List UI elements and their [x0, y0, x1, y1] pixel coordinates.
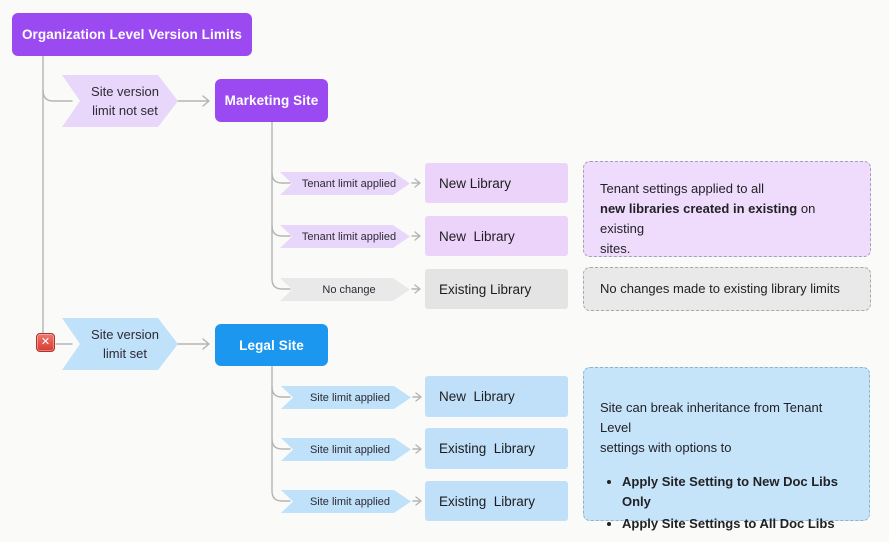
note-tenant-settings[interactable]: Tenant settings applied to all new libra… [583, 161, 871, 257]
marketing-site-label: Marketing Site [224, 93, 319, 108]
node-new-library-legal[interactable]: New Library [425, 376, 568, 417]
condition-site-limit-applied-2[interactable]: Site limit applied [281, 438, 411, 461]
condition-tenant-limit-applied-2[interactable]: Tenant limit applied [280, 225, 410, 248]
note-line: Site can break inheritance from Tenant L… [600, 400, 823, 435]
connector-arrow-m2 [411, 231, 421, 241]
connector-arrow-l3 [412, 496, 422, 506]
bullet-apply-new-doc-libs: Apply Site Setting to New Doc Libs Only [622, 472, 853, 512]
condition-no-change[interactable]: No change [280, 278, 410, 301]
condition-label: Tenant limit applied [301, 230, 397, 243]
library-label: New Library [439, 228, 515, 244]
connector-arrow-l1 [412, 392, 422, 402]
condition-site-version-limit-not-set[interactable]: Site version limit not set [62, 75, 178, 127]
condition-site-limit-applied-1[interactable]: Site limit applied [281, 386, 411, 409]
note-site-text: Site can break inheritance from Tenant L… [600, 398, 853, 534]
legal-site-label: Legal Site [239, 337, 304, 353]
node-marketing-site[interactable]: Marketing Site [215, 79, 328, 122]
condition-label: Site limit applied [309, 391, 391, 404]
note-line: settings with options to [600, 440, 732, 455]
node-new-library-2[interactable]: New Library [425, 216, 568, 256]
condition-label-line2: limit set [102, 346, 148, 361]
bullet-apply-all-doc-libs: Apply Site Settings to All Doc Libs [622, 514, 853, 534]
note-line: Tenant settings applied to all [600, 181, 765, 196]
root-node-org-version-limits[interactable]: Organization Level Version Limits [12, 13, 252, 56]
connector-arrow-l2 [412, 444, 422, 454]
connector-marketing-row2 [271, 225, 291, 237]
note-line: No changes made to existing library limi… [600, 281, 840, 296]
error-x-icon[interactable]: ✕ [36, 333, 55, 352]
condition-label: No change [322, 283, 376, 296]
node-existing-library-grey[interactable]: Existing Library [425, 269, 568, 309]
connector-arrow-marketing-site [177, 95, 210, 107]
condition-tenant-limit-applied-1[interactable]: Tenant limit applied [280, 172, 410, 195]
connector-legal-trunk [271, 365, 291, 502]
library-label: Existing Library [439, 441, 536, 456]
connector-arrow-m3 [411, 284, 421, 294]
error-x-glyph: ✕ [40, 336, 51, 348]
library-label: Existing Library [439, 281, 532, 297]
connector-marketing-row1 [271, 172, 291, 184]
node-existing-library-legal-2[interactable]: Existing Library [425, 481, 568, 521]
connector-marketing-trunk [271, 121, 291, 290]
note-tenant-text: Tenant settings applied to all new libra… [600, 179, 854, 259]
condition-label: Site limit applied [309, 443, 391, 456]
condition-label-line1: Site version [91, 327, 159, 342]
root-node-label: Organization Level Version Limits [21, 27, 243, 42]
connector-arrow-legal-site [177, 338, 210, 350]
note-line: sites. [600, 241, 631, 256]
connector-root-marketing [42, 89, 73, 102]
connector-arrow-m1 [411, 178, 421, 188]
condition-label: Site limit applied [309, 495, 391, 508]
note-no-change[interactable]: No changes made to existing library limi… [583, 267, 871, 311]
condition-label-line2: limit not set [92, 103, 158, 118]
note-line: on existing [600, 201, 816, 236]
condition-label-line1: Site version [91, 84, 159, 99]
connector-legal-row1 [271, 386, 291, 398]
note-bold: new libraries created in existing [600, 201, 798, 216]
node-legal-site[interactable]: Legal Site [215, 324, 328, 366]
library-label: New Library [439, 389, 515, 404]
library-label: Existing Library [439, 493, 536, 509]
note-site-inheritance[interactable]: Site can break inheritance from Tenant L… [583, 367, 870, 531]
note-bullet-list: Apply Site Setting to New Doc Libs Only … [622, 472, 853, 534]
node-existing-library-legal-1[interactable]: Existing Library [425, 428, 568, 469]
node-new-library-1[interactable]: New Library [425, 163, 568, 203]
condition-site-limit-applied-3[interactable]: Site limit applied [281, 490, 411, 513]
condition-site-version-limit-set[interactable]: Site version limit set [62, 318, 178, 370]
condition-label: Tenant limit applied [301, 177, 397, 190]
library-label: New Library [439, 175, 512, 191]
connector-legal-row2 [271, 438, 291, 450]
